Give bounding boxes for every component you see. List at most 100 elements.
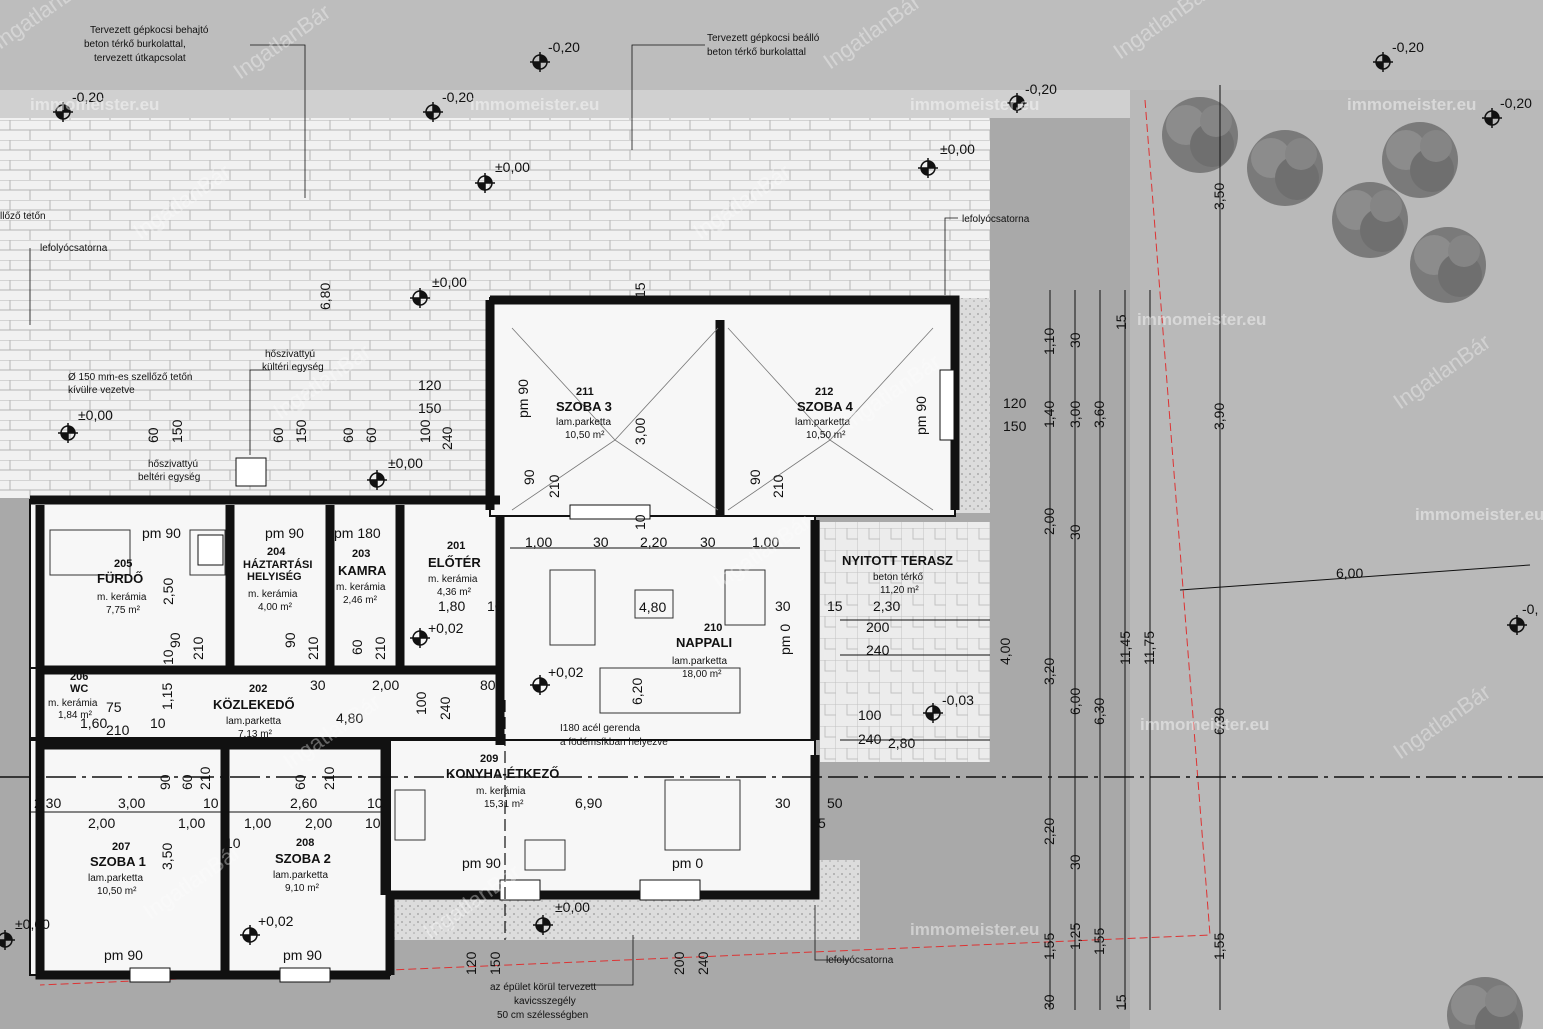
svg-text:3,90: 3,90 bbox=[1211, 403, 1227, 430]
svg-text:10,50 m²: 10,50 m² bbox=[806, 430, 846, 441]
beam-note: a födémsíkban helyezve bbox=[560, 737, 668, 748]
svg-text:201: 201 bbox=[447, 540, 465, 552]
svg-text:60: 60 bbox=[292, 774, 308, 790]
svg-text:10: 10 bbox=[160, 649, 176, 665]
level-text: -0,20 bbox=[72, 89, 104, 105]
svg-text:immomeister.eu: immomeister.eu bbox=[470, 95, 599, 114]
svg-text:2,20: 2,20 bbox=[1041, 818, 1057, 845]
room-203: 203 KAMRA m. kerámia 2,46 m² bbox=[336, 548, 387, 606]
level-text: ±0,00 bbox=[495, 159, 530, 175]
svg-text:4,36 m²: 4,36 m² bbox=[437, 587, 472, 598]
svg-text:2,00: 2,00 bbox=[88, 815, 115, 831]
svg-text:immomeister.eu: immomeister.eu bbox=[910, 95, 1039, 114]
svg-text:1,80: 1,80 bbox=[438, 598, 465, 614]
svg-text:212: 212 bbox=[815, 386, 833, 398]
svg-text:15,31 m²: 15,31 m² bbox=[484, 799, 524, 810]
svg-text:SZOBA 2: SZOBA 2 bbox=[275, 851, 331, 866]
svg-text:30: 30 bbox=[700, 534, 716, 550]
svg-text:150: 150 bbox=[293, 419, 309, 443]
svg-text:1,15: 1,15 bbox=[159, 683, 175, 710]
svg-text:30: 30 bbox=[593, 534, 609, 550]
svg-text:HÁZTARTÁSI: HÁZTARTÁSI bbox=[243, 558, 312, 571]
heatpump-outdoor-unit bbox=[235, 457, 267, 487]
svg-text:FÜRDŐ: FÜRDŐ bbox=[97, 571, 143, 586]
level-text: -0,20 bbox=[442, 89, 474, 105]
svg-text:30: 30 bbox=[775, 795, 791, 811]
svg-text:210: 210 bbox=[770, 474, 786, 498]
svg-text:NAPPALI: NAPPALI bbox=[676, 635, 732, 650]
svg-text:150: 150 bbox=[487, 951, 503, 975]
svg-text:210: 210 bbox=[372, 636, 388, 660]
svg-text:10,50 m²: 10,50 m² bbox=[565, 430, 605, 441]
level-text: ±0,00 bbox=[15, 916, 50, 932]
svg-text:3,00: 3,00 bbox=[1067, 401, 1083, 428]
svg-text:30: 30 bbox=[310, 677, 326, 693]
svg-text:210: 210 bbox=[197, 766, 213, 790]
svg-text:lam.parketta: lam.parketta bbox=[88, 873, 143, 884]
gutter-note: lefolyócsatorna bbox=[40, 243, 108, 254]
room-207: 207 SZOBA 1 lam.parketta 10,50 m² bbox=[88, 841, 146, 897]
driveway-note: tervezett útkapcsolat bbox=[94, 53, 186, 64]
svg-text:210: 210 bbox=[704, 622, 722, 634]
svg-text:2,00: 2,00 bbox=[372, 677, 399, 693]
svg-text:m. kerámia: m. kerámia bbox=[248, 589, 298, 600]
level-text: ±0,00 bbox=[940, 141, 975, 157]
svg-text:200: 200 bbox=[866, 619, 890, 635]
svg-text:3,00: 3,00 bbox=[632, 418, 648, 445]
svg-text:4,00 m²: 4,00 m² bbox=[258, 602, 293, 613]
svg-text:50: 50 bbox=[827, 795, 843, 811]
svg-text:30: 30 bbox=[775, 598, 791, 614]
svg-text:lam.parketta: lam.parketta bbox=[672, 656, 727, 667]
svg-text:60: 60 bbox=[270, 427, 286, 443]
svg-text:120: 120 bbox=[463, 951, 479, 975]
svg-text:100: 100 bbox=[413, 691, 429, 715]
driveway-note: Tervezett gépkocsi behajtó bbox=[90, 25, 209, 36]
gutter-note: lefolyócsatorna bbox=[962, 214, 1030, 225]
svg-text:120: 120 bbox=[418, 377, 442, 393]
beam-note: I180 acél gerenda bbox=[560, 723, 641, 734]
svg-text:30: 30 bbox=[1067, 524, 1083, 540]
heatpump-outdoor-note: kültéri egység bbox=[262, 362, 324, 373]
driveway-note: beton térkő burkolattal, bbox=[84, 39, 186, 50]
svg-text:3,00: 3,00 bbox=[118, 795, 145, 811]
svg-text:207: 207 bbox=[112, 841, 130, 853]
svg-text:240: 240 bbox=[695, 951, 711, 975]
heatpump-indoor-note: beltéri egység bbox=[138, 472, 200, 483]
svg-text:1,00: 1,00 bbox=[752, 534, 779, 550]
room-205: 205 FÜRDŐ m. kerámia 7,75 m² bbox=[97, 558, 147, 616]
tree-icon bbox=[1162, 97, 1238, 173]
svg-text:ELŐTÉR: ELŐTÉR bbox=[428, 555, 481, 570]
svg-text:60: 60 bbox=[145, 427, 161, 443]
svg-text:90: 90 bbox=[157, 774, 173, 790]
svg-text:6,80: 6,80 bbox=[317, 283, 333, 310]
level-text: -0,20 bbox=[1500, 95, 1532, 111]
level-marker-icon bbox=[0, 929, 16, 951]
svg-text:6,00: 6,00 bbox=[1067, 688, 1083, 715]
svg-text:30: 30 bbox=[1041, 994, 1057, 1010]
gravel-strip-right bbox=[955, 298, 990, 513]
svg-text:3,50: 3,50 bbox=[159, 843, 175, 870]
tree-icon bbox=[1332, 182, 1408, 258]
svg-text:1,10: 1,10 bbox=[1041, 328, 1057, 355]
level-text: -0,20 bbox=[1392, 39, 1424, 55]
svg-text:pm 90: pm 90 bbox=[913, 396, 929, 435]
svg-text:m. kerámia: m. kerámia bbox=[476, 786, 526, 797]
terrace-paving bbox=[820, 522, 990, 762]
svg-text:beton térkő: beton térkő bbox=[873, 572, 923, 583]
svg-text:1,00: 1,00 bbox=[525, 534, 552, 550]
svg-text:90: 90 bbox=[521, 469, 537, 485]
room-211: 211 SZOBA 3 lam.parketta 10,50 m² bbox=[556, 386, 612, 441]
svg-text:208: 208 bbox=[296, 837, 314, 849]
svg-text:15: 15 bbox=[632, 282, 648, 298]
svg-text:1,55: 1,55 bbox=[1211, 933, 1227, 960]
svg-text:m. kerámia: m. kerámia bbox=[97, 592, 147, 603]
svg-text:pm 90: pm 90 bbox=[515, 379, 531, 418]
tree-icon bbox=[1382, 122, 1458, 198]
svg-text:NYITOTT TERASZ: NYITOTT TERASZ bbox=[842, 553, 953, 568]
svg-text:immomeister.eu: immomeister.eu bbox=[1137, 310, 1266, 329]
svg-text:1,25: 1,25 bbox=[1067, 923, 1083, 950]
roof-lines bbox=[511, 327, 934, 511]
svg-text:204: 204 bbox=[267, 546, 286, 558]
svg-text:m. kerámia: m. kerámia bbox=[428, 574, 478, 585]
svg-text:90: 90 bbox=[747, 469, 763, 485]
